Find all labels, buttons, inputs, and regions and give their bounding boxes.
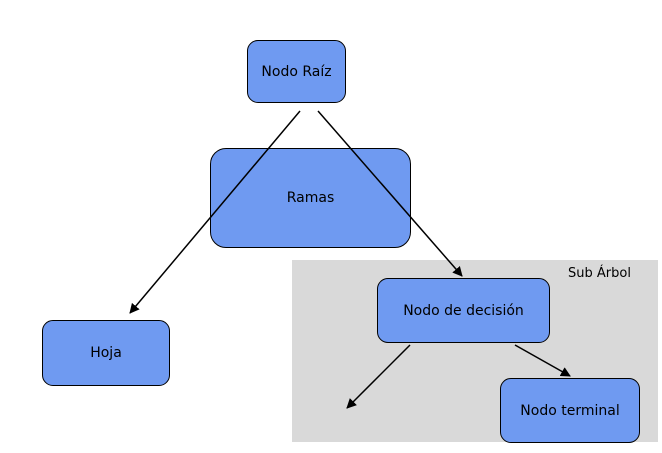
decision-node: Nodo de decisión <box>377 278 550 343</box>
subtree-label: Sub Árbol <box>568 266 631 281</box>
leaf-node: Hoja <box>42 320 170 386</box>
decision-node-label: Nodo de decisión <box>403 302 524 319</box>
terminal-node-label: Nodo terminal <box>520 402 620 419</box>
branches-node-label: Ramas <box>286 190 335 206</box>
branches-node: Ramas <box>210 148 411 248</box>
root-node-label: Nodo Raíz <box>261 63 332 80</box>
root-node: Nodo Raíz <box>247 40 346 103</box>
terminal-node: Nodo terminal <box>500 378 640 443</box>
leaf-node-label: Hoja <box>90 345 122 361</box>
